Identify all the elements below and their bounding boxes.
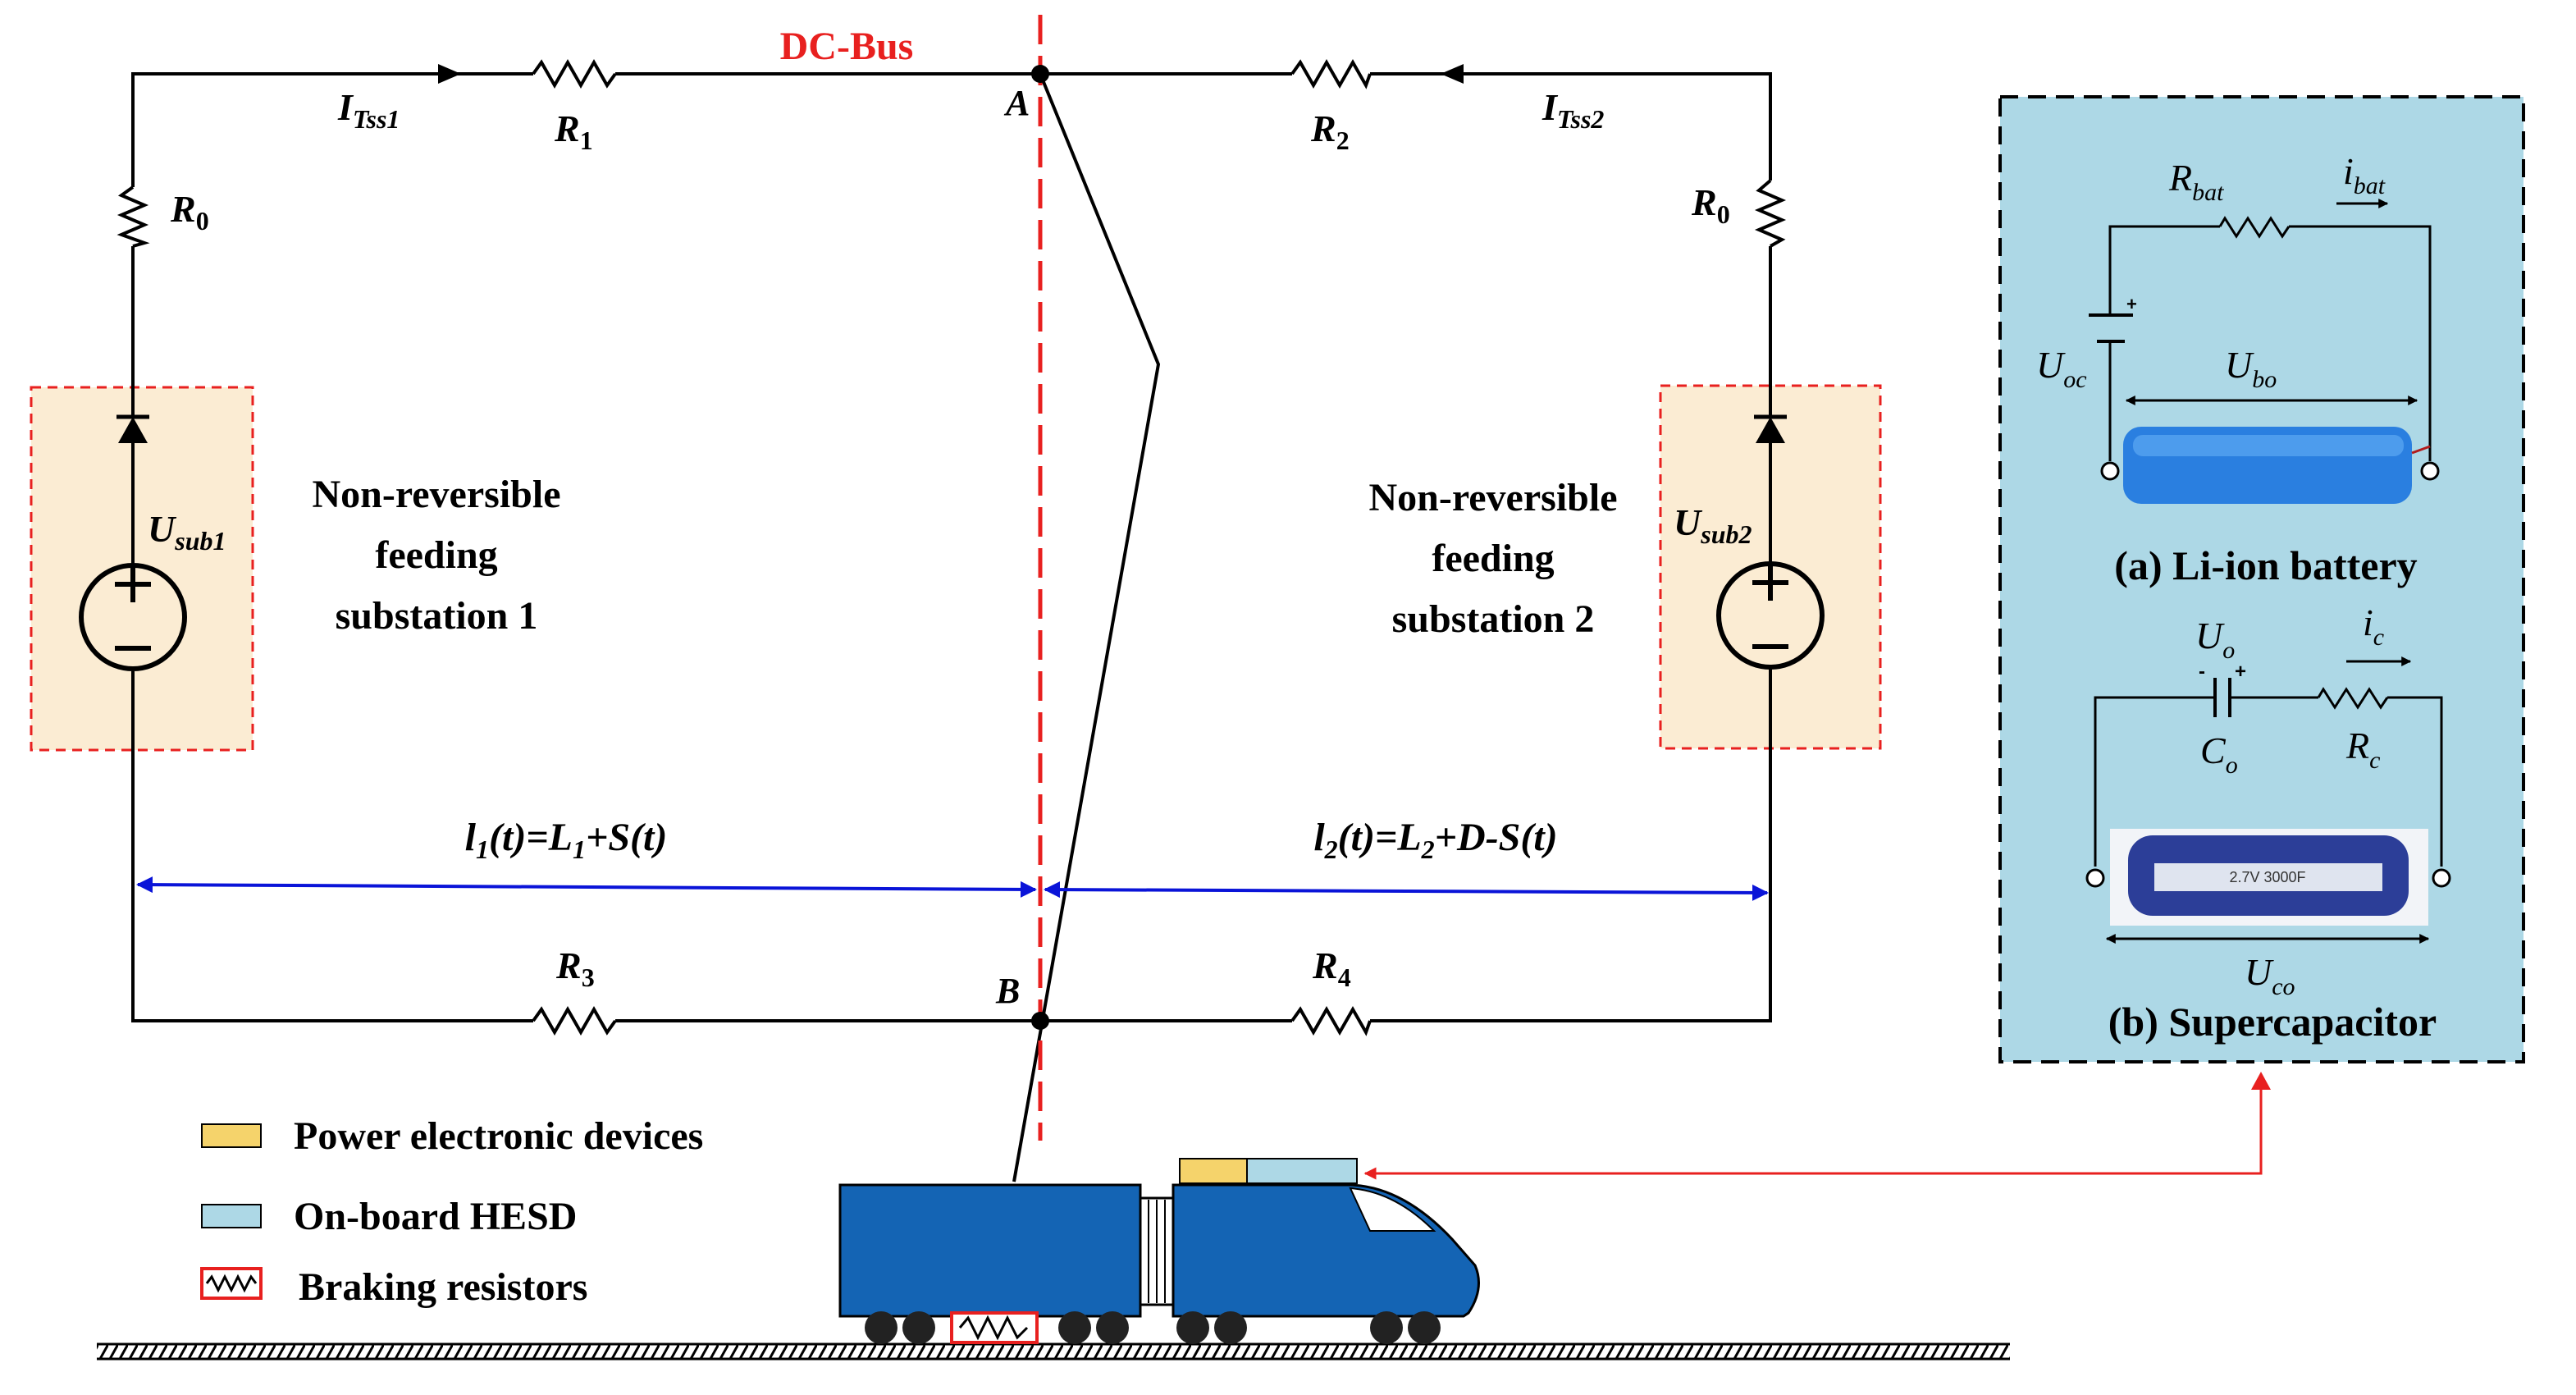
dc-bus-title: DC-Bus bbox=[780, 25, 914, 68]
supercap-uco-label: Uco bbox=[2245, 951, 2295, 1000]
svg-text:Non-reversible: Non-reversible bbox=[1368, 476, 1617, 519]
resistor-r3 bbox=[532, 1005, 617, 1036]
svg-text:Non-reversible: Non-reversible bbox=[312, 473, 560, 516]
usub1-label: Usub1 bbox=[148, 508, 226, 556]
battery-ubo-label: Ubo bbox=[2225, 344, 2277, 393]
distance-arrow-right bbox=[1044, 881, 1769, 901]
train-wheel bbox=[1408, 1311, 1441, 1344]
r1-label: R1 bbox=[554, 107, 593, 155]
r2-label: R2 bbox=[1310, 107, 1350, 155]
r0-right-label: R0 bbox=[1691, 181, 1730, 229]
train-front-car bbox=[1172, 1183, 1480, 1318]
resistor-r2 bbox=[1290, 58, 1372, 89]
substation-1-label: Non-reversible feeding substation 1 bbox=[312, 473, 560, 638]
train-braking-resistor bbox=[950, 1311, 1039, 1344]
svg-text:feeding: feeding bbox=[1432, 537, 1554, 580]
train-wheel bbox=[902, 1311, 935, 1344]
distance-arrow-left bbox=[136, 876, 1037, 898]
current-arrow-right bbox=[1441, 64, 1464, 84]
node-a-dot bbox=[1031, 65, 1049, 83]
legend-braking-resistor-icon bbox=[205, 1274, 258, 1293]
train-hesd bbox=[1246, 1158, 1358, 1184]
train-power-electronics bbox=[1179, 1158, 1248, 1184]
usub2-label: Usub2 bbox=[1674, 501, 1752, 549]
train-wheel bbox=[1176, 1311, 1209, 1344]
supercap-photo-label: 2.7V 3000F bbox=[2229, 869, 2305, 885]
current-label-right: ITss2 bbox=[1541, 86, 1604, 134]
battery-circuit: + bbox=[2089, 199, 2440, 504]
battery-ibat-label: ibat bbox=[2343, 150, 2386, 199]
substation-2-label: Non-reversible feeding substation 2 bbox=[1368, 476, 1617, 641]
resistor-r0-right bbox=[1754, 179, 1787, 248]
train-wheel bbox=[865, 1311, 897, 1344]
battery-uoc-label: Uoc bbox=[2036, 344, 2087, 393]
circuit-wires bbox=[131, 72, 1772, 1182]
distance-label-left: l1(t)=L1+S(t) bbox=[465, 816, 668, 864]
train-wheel bbox=[1096, 1311, 1129, 1344]
legend-swatch-hesd bbox=[201, 1204, 262, 1228]
train-windscreen bbox=[1349, 1187, 1436, 1232]
distance-label-right: l2(t)=L2+D-S(t) bbox=[1313, 816, 1557, 864]
svg-text:substation 2: substation 2 bbox=[1392, 597, 1595, 641]
r4-label: R4 bbox=[1312, 944, 1351, 992]
train-wheel bbox=[1058, 1311, 1091, 1344]
supercap-circuit: - + 2.7V 3000F bbox=[2085, 656, 2451, 944]
hesd-to-inset-arrow bbox=[1363, 1088, 2263, 1180]
svg-text:substation 1: substation 1 bbox=[336, 594, 538, 638]
legend-swatch-braking bbox=[200, 1267, 263, 1300]
r0-left-label: R0 bbox=[170, 188, 209, 236]
supercap-caption: (b) Supercapacitor bbox=[2108, 999, 2437, 1045]
node-b-dot bbox=[1031, 1012, 1049, 1030]
svg-text:-: - bbox=[2199, 661, 2205, 683]
legend-label-power-electronics: Power electronic devices bbox=[294, 1114, 703, 1158]
svg-text:+: + bbox=[2126, 294, 2137, 314]
inset-arrowhead bbox=[2251, 1072, 2271, 1090]
node-b-label: B bbox=[995, 971, 1020, 1011]
svg-text:feeding: feeding bbox=[375, 533, 497, 577]
supercap-co-label: Co bbox=[2200, 730, 2238, 779]
legend-swatch-power-electronics bbox=[201, 1123, 262, 1148]
battery-rbat-label: Rbat bbox=[2168, 157, 2224, 206]
battery-caption: (a) Li-ion battery bbox=[2114, 542, 2417, 588]
supercap-rc-label: Rc bbox=[2345, 725, 2380, 774]
train bbox=[838, 1158, 1480, 1344]
track bbox=[97, 1342, 2010, 1361]
legend: Power electronic devices On-board HESD B… bbox=[200, 1114, 703, 1309]
train-rear-car bbox=[838, 1183, 1142, 1318]
legend-label-braking: Braking resistors bbox=[299, 1265, 587, 1309]
node-a-label: A bbox=[1003, 83, 1030, 123]
voltage-source-left bbox=[79, 563, 187, 671]
svg-text:+: + bbox=[2235, 661, 2246, 683]
diode-left bbox=[116, 414, 149, 443]
train-wheel bbox=[1214, 1311, 1247, 1344]
voltage-source-right bbox=[1716, 561, 1825, 670]
supercap-uo-label: Uo bbox=[2195, 615, 2235, 664]
legend-label-hesd: On-board HESD bbox=[294, 1195, 577, 1238]
resistor-r0-left bbox=[116, 185, 150, 248]
current-label-left: ITss1 bbox=[337, 86, 400, 134]
supercap-ic-label: ic bbox=[2363, 601, 2384, 651]
diode-right bbox=[1754, 414, 1787, 443]
current-arrow-left bbox=[438, 64, 461, 84]
train-wheel bbox=[1370, 1311, 1403, 1344]
resistor-r1 bbox=[532, 58, 617, 89]
resistor-r4 bbox=[1290, 1005, 1372, 1036]
r3-label: R3 bbox=[555, 944, 595, 992]
